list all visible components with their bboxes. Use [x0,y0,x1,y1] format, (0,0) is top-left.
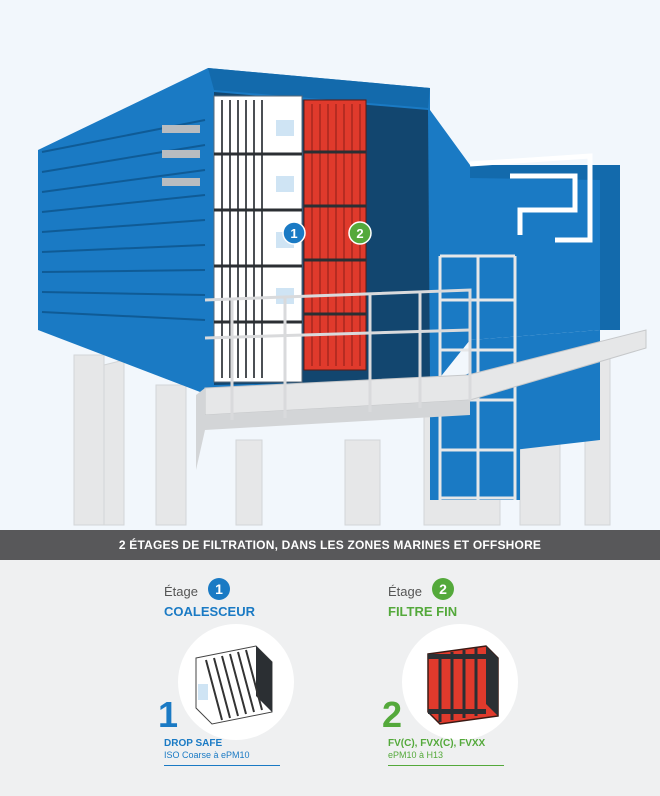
stage-one-model: DROP SAFE [164,738,223,749]
section-banner: 2 ÉTAGES DE FILTRATION, DANS LES ZONES M… [0,530,660,560]
stage-two-marker-label: 2 [356,226,363,241]
stage-two-model: FV(C), FVX(C), FVXX [388,738,486,749]
stages-panel: Étage 1 COALESCEUR 1 DROP SAFE IS [0,560,660,796]
stage-two-badge: 2 [432,578,454,600]
stage-card-coalesceur: Étage 1 COALESCEUR 1 DROP SAFE IS [158,568,364,788]
stage-two-underline [388,765,504,766]
stage-card-filtre-fin: Étage 2 FILTRE FIN 2 FV(C), FVX(C), FVXX [382,568,588,788]
filtration-housing-illustration: 1 2 [0,0,660,530]
stage-two-filter-bank [303,99,367,371]
stage-one-type: COALESCEUR [164,604,256,619]
stage-one-rating: ISO Coarse à ePM10 [164,750,250,760]
fv-filter-image [402,624,518,740]
stage-two-type: FILTRE FIN [388,604,458,619]
handrail [204,288,472,420]
walkway-platform [196,329,647,470]
stage-one-big-number: 1 [158,694,179,735]
exhaust-pipes [469,153,593,243]
drop-safe-filter-image [178,624,294,740]
stage-one-marker-label: 1 [290,226,297,241]
stage-two-etage-label: Étage [388,584,422,599]
banner-title: 2 ÉTAGES DE FILTRATION, DANS LES ZONES M… [118,538,542,552]
stage-one-underline [164,765,280,766]
stage-one-marker: 1 [282,221,306,245]
stage-one-etage-label: Étage [164,584,198,599]
stage-one-badge: 1 [208,578,230,600]
stage-two-rating: ePM10 à H13 [388,750,444,760]
stage-one-header: Étage 1 COALESCEUR [164,574,364,620]
stage-two-header: Étage 2 FILTRE FIN [388,574,588,620]
stage-two-big-number: 2 [382,694,403,735]
stage-two-marker: 2 [348,221,372,245]
weather-louvers [41,119,206,321]
